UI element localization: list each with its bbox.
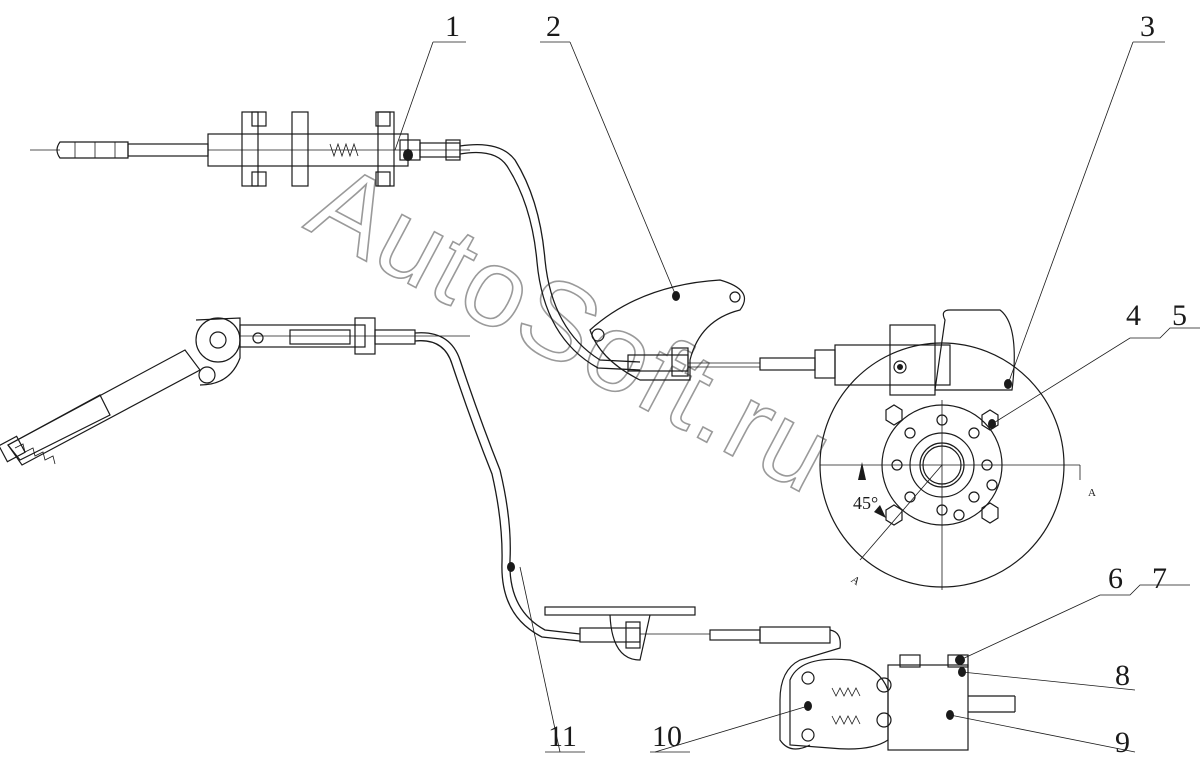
lower-lever-assembly [0, 317, 470, 466]
angle-label: 45° [853, 493, 878, 513]
callout-7: 7 [1152, 562, 1167, 595]
section-label-b: A [849, 574, 862, 588]
front-cable [459, 143, 641, 363]
callout-numbers: 1 2 3 4 5 6 7 8 9 10 11 [445, 10, 1187, 759]
callout-leaders [394, 41, 1200, 753]
callout-2: 2 [546, 10, 561, 43]
callout-8: 8 [1115, 659, 1130, 692]
section-label-a: A [1088, 487, 1096, 499]
callout-5: 5 [1172, 299, 1187, 332]
handbrake-lever-assembly [30, 111, 470, 187]
callout-10: 10 [652, 720, 682, 753]
callout-6: 6 [1108, 562, 1123, 595]
callout-1: 1 [445, 10, 460, 43]
drum-brake-mechanism [789, 654, 1016, 751]
callout-3: 3 [1140, 10, 1155, 43]
callout-9: 9 [1115, 726, 1130, 759]
callout-11: 11 [548, 720, 577, 753]
brake-disc-assembly: 45° A A [819, 309, 1096, 590]
rear-cable [414, 332, 581, 635]
lower-bracket [544, 606, 841, 750]
callout-4: 4 [1126, 299, 1141, 332]
rear-tie-rod [627, 324, 951, 396]
